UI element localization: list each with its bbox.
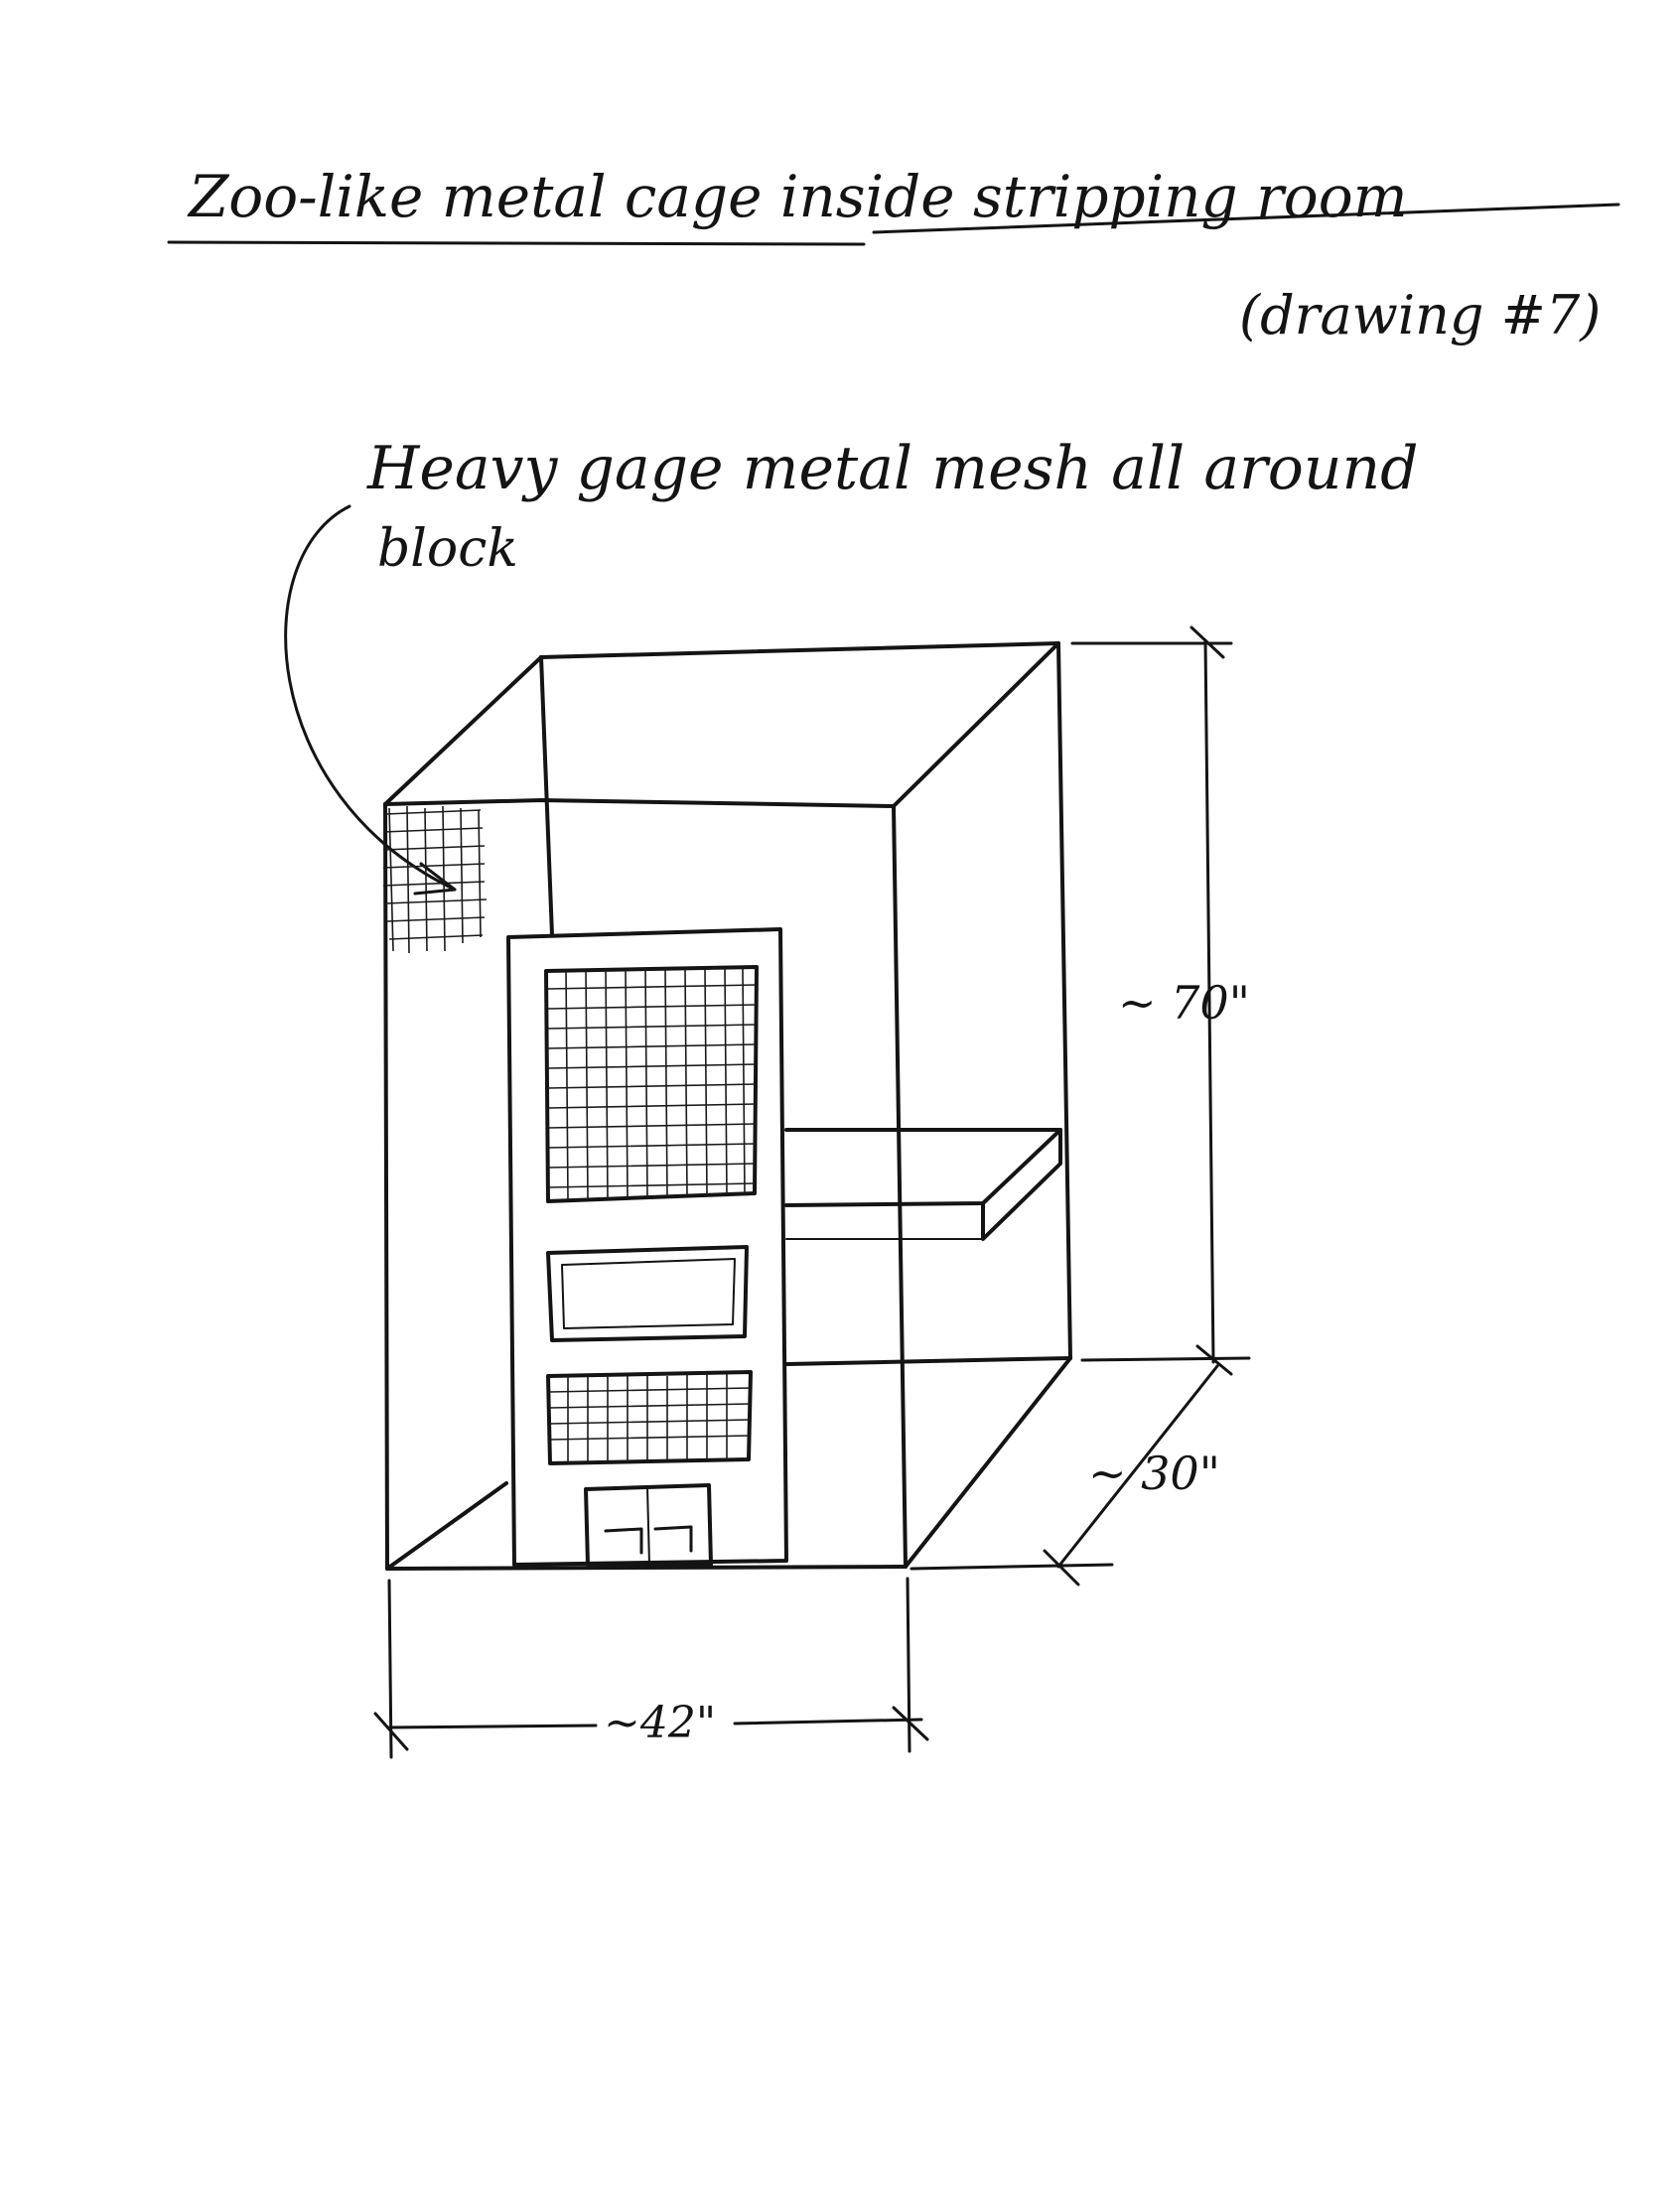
lower-window-mesh (549, 1374, 752, 1461)
mesh-annotation-line1: Heavy gage metal mesh all around (366, 434, 1419, 503)
width-dimension-line (373, 1577, 929, 1759)
depth-dimension-label: ~ 30" (1088, 1447, 1220, 1500)
drawing-subtitle: (drawing #7) (1239, 284, 1601, 346)
cage-frame (383, 641, 1072, 1571)
mesh-annotation-line2: block (377, 519, 518, 579)
annotation-arrowhead (413, 862, 457, 896)
height-dimension-label: ~ 70" (1118, 976, 1250, 1030)
annotation-leader-line (284, 504, 457, 892)
upper-window-mesh (547, 968, 758, 1200)
width-dimension-label: ~42" (604, 1698, 716, 1748)
depth-dimension-line (910, 1364, 1219, 1587)
mesh-patch (382, 805, 488, 954)
cage-shelf (784, 1128, 1062, 1241)
front-cabinet (506, 927, 788, 1567)
height-dimension-line (1070, 625, 1251, 1376)
title-underline (167, 203, 1620, 246)
